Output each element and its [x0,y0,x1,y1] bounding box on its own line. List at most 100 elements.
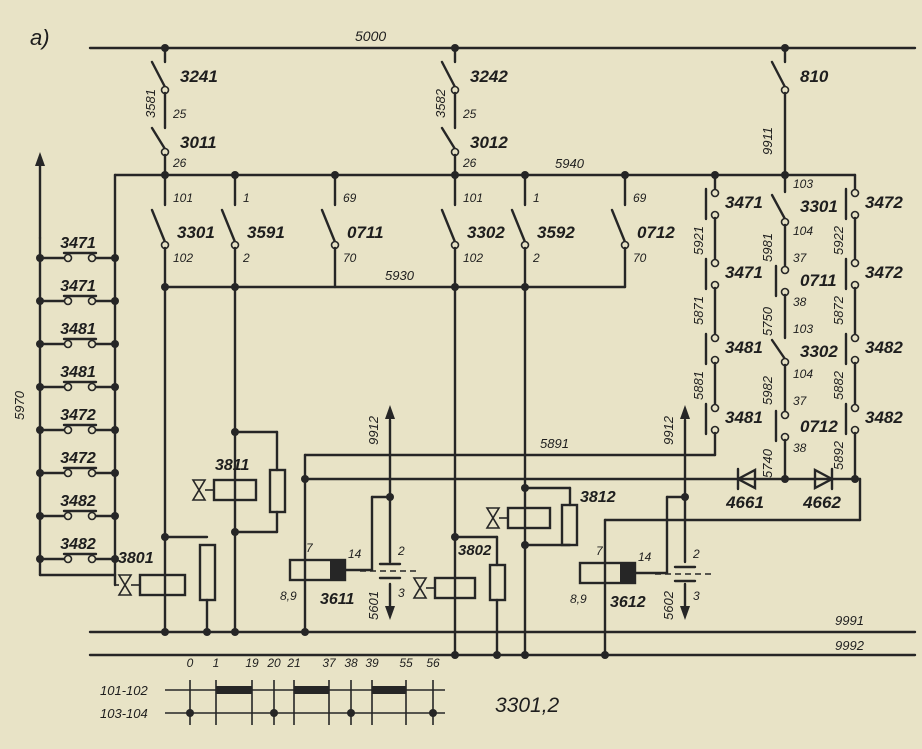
switch-label: 3592 [537,223,575,242]
terminal [63,554,73,564]
junction-dot [111,254,119,262]
position-label: 20 [266,656,281,670]
junction-dot [231,628,239,636]
label: 26 [462,156,477,170]
terminal [63,425,73,435]
terminal [710,258,720,268]
junction-dot [429,709,437,717]
contact-label: 3471 [60,235,96,252]
wire-label: 9912 [661,415,676,445]
terminal [87,468,97,478]
position-label: 55 [399,656,413,670]
wire-label: 5892 [831,440,846,470]
switch-label: 3301 [177,223,215,242]
switch-blade [320,208,337,244]
label: 37 [793,251,808,265]
wire-label: 3581 [143,89,158,118]
junction-dot [851,475,859,483]
junction-dot [781,475,789,483]
arrow-down-icon [680,606,690,620]
contact-label: 0711 [800,271,837,290]
contact-label: 3482 [60,536,96,553]
closed-range-bar [372,686,406,694]
relay-label: 3812 [580,489,616,506]
terminal [710,188,720,198]
junction-dot [451,651,459,659]
junction-dot [301,628,309,636]
label: 102 [463,251,483,265]
junction-dot [36,469,44,477]
junction-dot [203,628,211,636]
label: 8,9 [280,589,297,603]
hourglass-icon [485,507,501,529]
diode-4662-icon [813,468,835,490]
timer-label: 3612 [610,594,646,611]
switch-blade [770,338,787,361]
label: 70 [343,251,357,265]
relay-3801-coil [138,573,187,597]
wire-label: 5921 [691,226,706,255]
contact-label: 3481 [725,338,763,357]
bus-label: 5940 [555,156,585,171]
terminal [87,253,97,263]
wire-label: 5891 [540,436,569,451]
wire-label: 5750 [760,306,775,336]
switch-label: 3591 [247,223,285,242]
terminal [63,468,73,478]
junction-dot [521,541,529,549]
contact-label: 3471 [725,193,763,212]
switch-blade [440,60,457,89]
closed-range-bar [216,686,252,694]
wire-label: 5602 [661,590,676,620]
timer-core [620,563,635,583]
label: 2 [532,251,540,265]
terminal [87,554,97,564]
hourglass-icon [191,479,207,501]
resistor [268,468,287,514]
junction-dot [111,340,119,348]
label: 102 [173,251,193,265]
switch-label: 0712 [637,223,675,242]
wire-label: 5981 [760,233,775,262]
bus-label: 9992 [835,638,865,653]
relay-label: 3811 [215,457,250,474]
junction-dot [161,628,169,636]
switch-blade [610,208,627,244]
wire-label: 5872 [831,295,846,325]
terminal [87,511,97,521]
arrow-down-icon [385,606,395,620]
row-label: 103-104 [100,706,148,721]
arrow-up-icon [385,405,395,419]
junction-dot [36,512,44,520]
junction-dot [111,512,119,520]
junction-dot [36,254,44,262]
wire-label: 5922 [831,225,846,255]
hourglass-icon [412,577,428,599]
row-label: 101-102 [100,683,148,698]
label: 69 [343,191,357,205]
resistor [198,543,217,602]
contact-label: 3472 [865,263,903,282]
relay-label: 3801 [118,550,154,567]
position-label: 38 [344,656,358,670]
position-label: 1 [213,656,220,670]
bus-label: 9991 [835,613,864,628]
contact-label: 3472 [865,193,903,212]
junction-dot [493,651,501,659]
arrow-up-icon [35,152,45,166]
terminal [850,188,860,198]
switch-blade [440,208,457,244]
switch-label: 3302 [467,223,505,242]
label: 1 [243,191,250,205]
relay-label: 3802 [458,542,492,559]
junction-dot [270,709,278,717]
label: 8,9 [570,592,587,606]
wire-label: 5982 [760,375,775,405]
label: 2 [397,544,405,558]
label: 7 [596,544,604,558]
contact-label: 3472 [60,450,96,467]
switch-blade [220,208,237,244]
label: 14 [348,547,362,561]
wire-label: 5881 [691,371,706,400]
